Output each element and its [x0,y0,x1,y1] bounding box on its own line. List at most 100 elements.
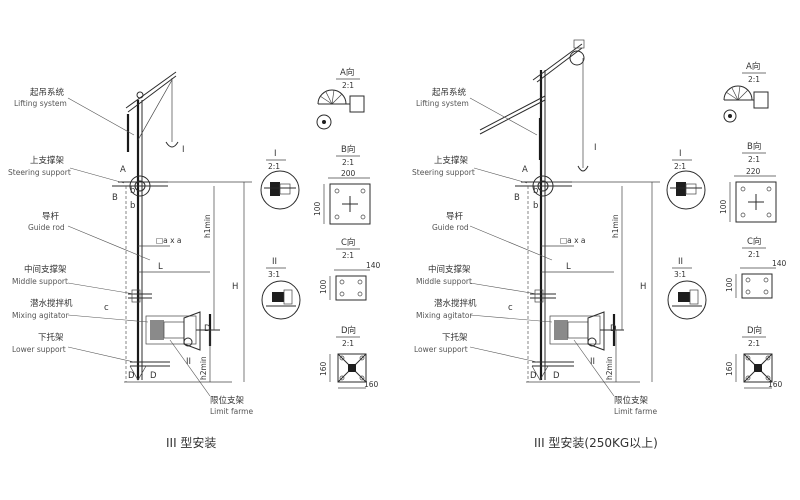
mark-L: L [158,262,163,272]
detail-II-label: II [272,257,277,267]
mark-L: L [566,262,571,272]
steering-support-ring [112,175,168,197]
middle-support-bracket [530,289,556,303]
mark-b-lower: b [130,201,135,211]
mark-c: c [508,303,513,313]
mark-h1min: h1min [611,214,620,238]
lower-support-en: Lower support [12,345,66,354]
limit-frame-en: Limit farme [614,407,657,416]
detail-II-label: II [678,257,683,267]
view-B-title: B向 [747,141,761,152]
view-A: A向 2:1 [723,61,769,123]
guide-rod-en: Guide rod [432,223,469,232]
leader-lines [67,97,211,397]
view-C-height: 100 [725,277,734,292]
mark-section: □a x a [560,236,586,245]
mark-c: c [104,303,109,313]
installation-panel-2: 起吊系统 Lifting system 上支撑架 Steering suppor… [412,39,787,450]
middle-support-zh: 中间支撑架 [428,264,471,275]
mark-b-upper: b [130,186,135,196]
lifting-system-zh: 起吊系统 [432,87,467,98]
mark-II: II [590,357,595,367]
view-A-title: A向 [746,61,760,72]
view-C: C向 2:1 140 100 [319,237,381,301]
view-B: B向 2:1 200 100 [313,144,371,225]
steering-support-zh: 上支撑架 [434,155,469,166]
lower-support-zh: 下托架 [38,332,64,343]
mark-b-lower: b [533,201,538,211]
detail-I-scale: 2:1 [268,162,280,171]
detail-I-scale: 2:1 [674,162,686,171]
view-D-title: D向 [747,325,762,336]
middle-support-zh: 中间支撑架 [24,264,67,275]
view-C-scale: 2:1 [748,250,760,259]
component-labels: 起吊系统 Lifting system 上支撑架 Steering suppor… [412,87,657,416]
guide-rod-zh: 导杆 [446,211,464,222]
detail-II: II 3:1 [667,257,707,320]
lifting-system-en: Lifting system [14,99,67,108]
mark-I: I [182,145,185,155]
view-A-scale: 2:1 [342,81,354,90]
detail-I: I 2:1 [260,149,300,210]
steering-support-ring [515,175,572,197]
lower-support-frame [531,361,574,381]
dimension-lines [541,181,660,382]
mark-A: A [120,165,126,175]
view-B-width: 200 [341,169,356,178]
mark-h2min: h2min [605,356,614,380]
view-C: C向 2:1 140 100 [725,236,787,299]
dimension-lines [138,181,252,382]
component-labels: 起吊系统 Lifting system 上支撑架 Steering suppor… [8,87,253,416]
view-B: B向 2:1 220 100 [719,141,777,223]
mark-D: D [610,324,617,334]
view-B-scale: 2:1 [748,155,760,164]
limit-frame-zh: 限位支架 [614,395,649,406]
detail-II-scale: 3:1 [674,270,686,279]
view-D-scale: 2:1 [748,339,760,348]
mixing-agitator-zh: 潜水搅拌机 [30,298,73,309]
view-C-scale: 2:1 [342,251,354,260]
mark-h1min: h1min [203,214,212,238]
mixing-agitator-en: Mixing agitator [12,311,69,320]
limit-frame-zh: 限位支架 [210,395,245,406]
view-B-height: 100 [719,199,728,214]
detail-I-label: I [274,149,277,159]
middle-support-en: Middle support [416,277,472,286]
lower-support-zh: 下托架 [442,332,468,343]
view-A-scale: 2:1 [748,75,760,84]
view-C-width: 140 [772,259,787,268]
view-B-width: 220 [746,167,761,176]
mark-B: B [514,193,520,203]
mark-H: H [232,282,238,292]
mark-II: II [186,357,191,367]
view-C-width: 140 [366,261,381,270]
view-D-height: 160 [319,361,328,376]
panel-2-caption: III 型安装(250KG以上) [534,435,658,450]
view-D-title: D向 [341,325,356,336]
view-A-title: A向 [340,67,354,78]
mark-D-right: D [150,371,157,381]
view-C-title: C向 [341,237,355,248]
lifting-system-crane [125,71,179,380]
view-D-width: 160 [364,380,379,389]
detail-II: II 3:1 [261,257,301,320]
lower-support-frame [129,361,170,381]
view-D: D向 2:1 160 160 [319,325,379,389]
view-C-height: 100 [319,279,328,294]
lifting-system-crane [479,39,589,380]
view-B-height: 100 [313,201,322,216]
leader-lines [469,97,615,397]
view-C-title: C向 [747,236,761,247]
guide-rod-en: Guide rod [28,223,65,232]
view-B-title: B向 [341,144,355,155]
mark-B: B [112,193,118,203]
mark-D-left: D [530,371,537,381]
steering-support-en: Steering support [412,168,475,177]
lower-support-en: Lower support [414,345,468,354]
panel-1-caption: III 型安装 [166,435,216,450]
view-D: D向 2:1 160 160 [725,325,783,389]
installation-panel-1: 起吊系统 Lifting system 上支撑架 Steering suppor… [8,67,381,450]
guide-rod-zh: 导杆 [42,211,60,222]
middle-support-bracket [128,289,152,303]
